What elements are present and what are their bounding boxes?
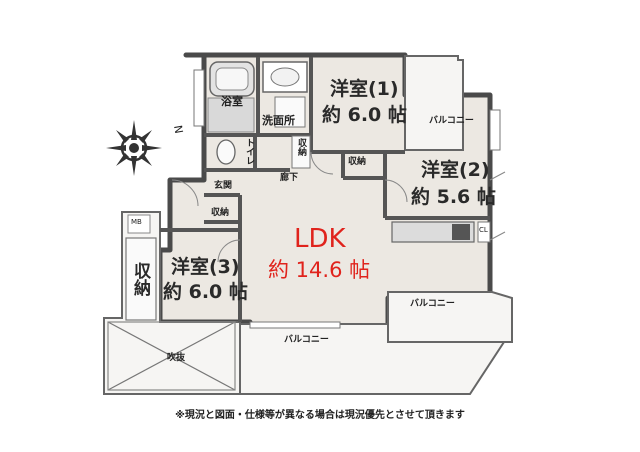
western1-name: 洋室(1) <box>330 78 399 100</box>
atrium-cross <box>107 321 236 391</box>
compass <box>106 120 162 176</box>
western2-name: 洋室(2) <box>421 159 490 181</box>
toilet-fixture <box>216 139 236 165</box>
washing-machine <box>274 96 306 128</box>
mb-label: MB <box>131 218 142 226</box>
ldk-name: LDK <box>294 224 346 254</box>
bath-floor <box>207 97 255 133</box>
interior-walls <box>160 57 490 322</box>
balcony-east-label: バルコニー <box>410 299 455 309</box>
western3-name: 洋室(3) <box>171 256 240 278</box>
washroom-label: 洗面所 <box>262 114 295 127</box>
balcony-south-label: バルコニー <box>284 335 329 345</box>
atrium-label: 吹抜 <box>167 353 186 363</box>
storage-washroom-label: 収納 <box>296 138 306 156</box>
wash-basin <box>262 61 308 93</box>
toilet-label: トイレ <box>244 138 254 165</box>
cl-label: CL <box>479 226 488 234</box>
entrance-label: 玄関 <box>214 181 233 191</box>
disclaimer-note: ※現況と図面・仕様等が異なる場合は現況優先とさせて頂きます <box>175 410 465 421</box>
western2-area: 約 5.6 帖 <box>411 186 496 208</box>
north-balcony <box>404 55 464 151</box>
closet-cl <box>477 221 491 243</box>
storage-hall-label: 収納 <box>348 157 367 167</box>
storage-western3-label: 収納 <box>130 262 150 296</box>
bath-label: 浴室 <box>221 95 243 108</box>
storage-entrance-label: 収納 <box>211 208 230 218</box>
hallway-label: 廊下 <box>280 173 299 183</box>
ldk-area: 約 14.6 帖 <box>268 258 371 282</box>
balcony-north-label: バルコニー <box>429 116 474 126</box>
western3-area: 約 6.0 帖 <box>163 281 248 303</box>
western1-area: 約 6.0 帖 <box>322 104 407 126</box>
door-swings <box>171 151 506 263</box>
